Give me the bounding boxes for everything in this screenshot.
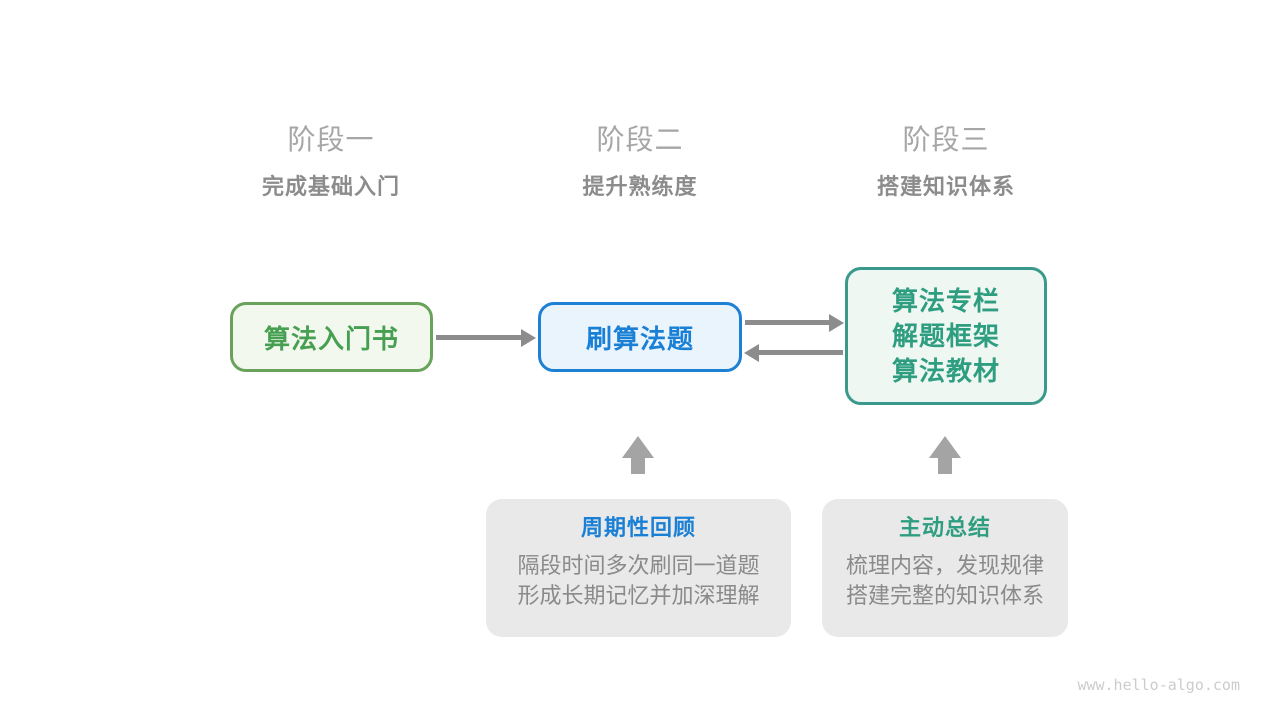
arrow-panel1-up-icon [622, 436, 654, 474]
panel-active-summary-body: 梳理内容，发现规律 搭建完整的知识体系 [822, 551, 1068, 611]
arrow-up-stem [631, 458, 645, 474]
arrow-panel2-up-icon [929, 436, 961, 474]
stage-3-label: 阶段三 [902, 124, 990, 155]
panel-body-line: 梳理内容，发现规律 [845, 553, 1044, 578]
stage-3-subtitle: 搭建知识体系 [876, 174, 1015, 199]
panel-periodic-review-body: 隔段时间多次刷同一道题 形成长期记忆并加深理解 [486, 551, 791, 611]
node-advanced-line-1: 算法专栏 [891, 285, 1000, 316]
stage-1-subtitle: 完成基础入门 [261, 174, 400, 199]
stage-1-label: 阶段一 [287, 124, 375, 155]
stage-1-header: 阶段一 完成基础入门 [171, 124, 491, 200]
node-practice-problems-label: 刷算法题 [585, 323, 694, 354]
panel-body-line: 形成长期记忆并加深理解 [517, 583, 760, 608]
stage-2-subtitle: 提升熟练度 [582, 174, 698, 199]
site-watermark: www.hello-algo.com [1077, 676, 1240, 694]
node-advanced-line-3: 算法教材 [891, 355, 1000, 386]
arrow-node3-to-node2-icon [759, 350, 843, 355]
stage-2-label: 阶段二 [596, 124, 684, 155]
arrow-node1-to-node2-icon [436, 335, 521, 340]
arrow-up-head-icon [929, 436, 961, 458]
stage-2-header: 阶段二 提升熟练度 [480, 124, 800, 200]
panel-active-summary-title: 主动总结 [898, 515, 991, 540]
panel-periodic-review-title: 周期性回顾 [580, 515, 696, 540]
node-practice-problems: 刷算法题 [538, 302, 742, 372]
node-advanced-line-2: 解题框架 [891, 320, 1000, 351]
arrow-up-head-icon [622, 436, 654, 458]
panel-body-line: 搭建完整的知识体系 [845, 583, 1044, 608]
arrow-up-stem [938, 458, 952, 474]
arrow-node2-to-node3-icon [745, 320, 829, 325]
node-intro-book-label: 算法入门书 [263, 323, 399, 354]
stage-3-header: 阶段三 搭建知识体系 [786, 124, 1106, 200]
panel-active-summary: 主动总结 梳理内容，发现规律 搭建完整的知识体系 [822, 499, 1068, 637]
panel-body-line: 隔段时间多次刷同一道题 [517, 553, 760, 578]
panel-periodic-review: 周期性回顾 隔段时间多次刷同一道题 形成长期记忆并加深理解 [486, 499, 791, 637]
node-advanced-materials: 算法专栏 解题框架 算法教材 [845, 267, 1047, 405]
node-intro-book: 算法入门书 [230, 302, 433, 372]
